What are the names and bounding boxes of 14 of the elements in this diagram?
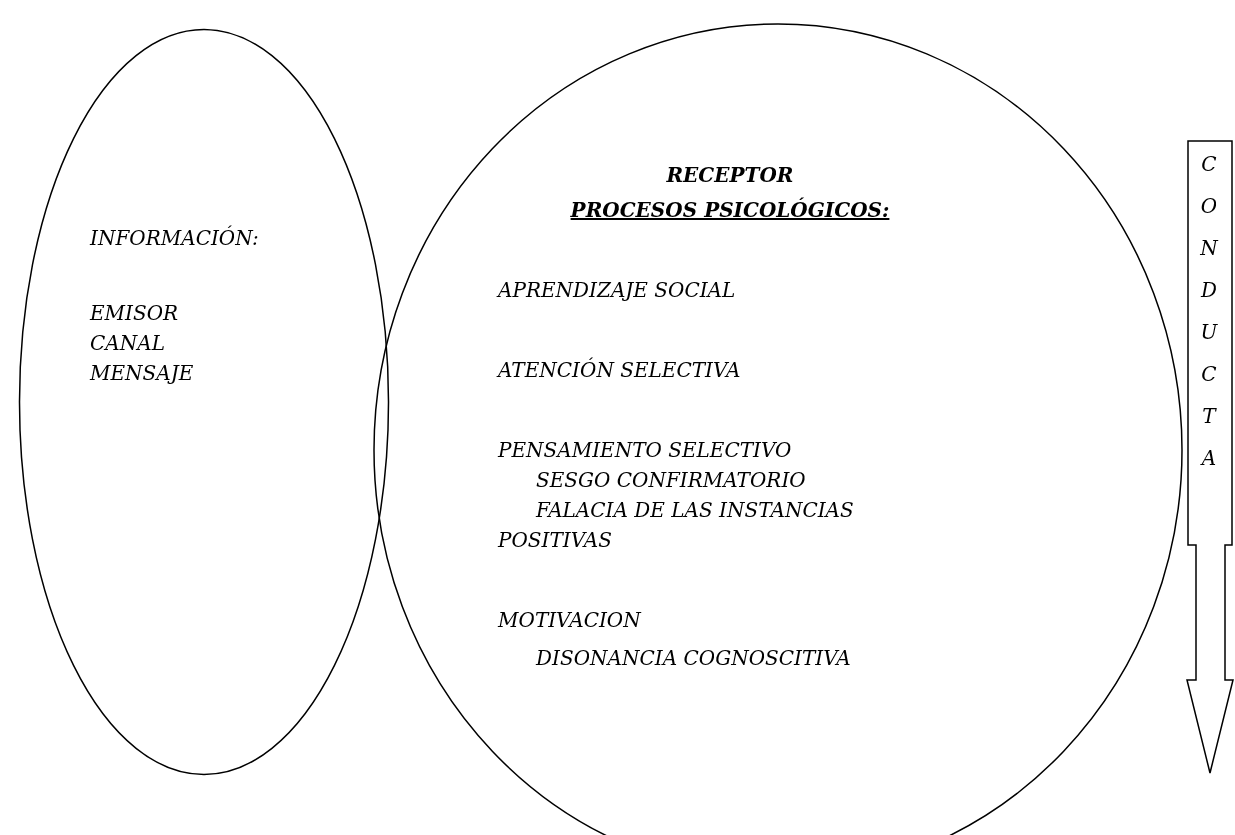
node-text: PROCESOS PSICOLÓGICOS: — [570, 196, 890, 224]
node-text: MOTIVACION — [498, 607, 641, 634]
node-text: CONDUCTA — [1196, 152, 1222, 488]
node-text: INFORMACIÓN: — [90, 224, 259, 252]
node-text: ATENCIÓN SELECTIVA — [498, 356, 741, 384]
node-text: PENSAMIENTO SELECTIVO — [498, 437, 792, 464]
ellipse-node — [18, 28, 390, 776]
node-text: APRENDIZAJE SOCIAL — [498, 277, 736, 304]
node-text: FALACIA DE LAS INSTANCIAS POSITIVAS — [498, 497, 855, 554]
node-text: RECEPTOR — [666, 162, 794, 189]
node-text: EMISOR CANAL MENSAJE — [90, 300, 195, 387]
node-text: DISONANCIA COGNOSCITIVA — [534, 645, 851, 672]
node-text: SESGO CONFIRMATORIO — [535, 467, 806, 494]
down-arrow-callout — [1185, 140, 1235, 776]
